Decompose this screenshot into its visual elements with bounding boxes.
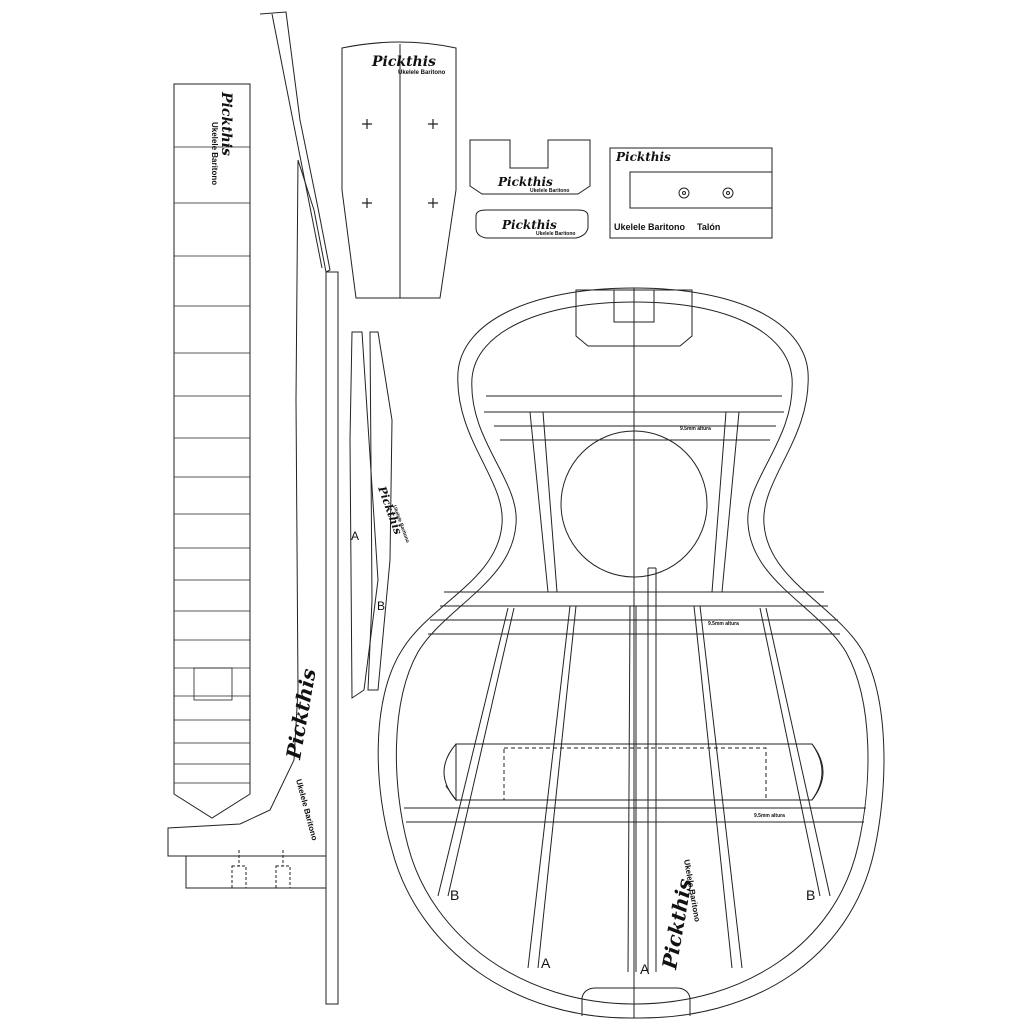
headstock-template: [341, 41, 457, 299]
neck-label: Pickthis: [281, 667, 321, 762]
lining-label-b: B: [377, 599, 385, 613]
headstock-brand: Pickthis: [371, 54, 436, 70]
heel-label: Talón: [697, 222, 720, 232]
heel-product: Ukelele Baritono: [614, 222, 686, 232]
fretboard-template: [173, 83, 251, 819]
lining-label: Pickthis Ukelele Baritono: [375, 484, 410, 544]
fretboard-brand: Pickthis: [218, 91, 234, 156]
brace-label-a-left: A: [541, 955, 551, 971]
neck-product-label: Ukelele Baritono: [294, 778, 319, 841]
heel-block-template: [609, 147, 773, 239]
lining-strips: [349, 331, 393, 699]
saddle-template: [475, 209, 589, 239]
bridge-label: Pickthis Ukelele Baritono: [497, 175, 569, 194]
heel-block-labels: Pickthis Ukelele Baritono Talón: [614, 150, 720, 232]
heel-brand: Pickthis: [615, 150, 671, 164]
fretboard-product: Ukelele Baritono: [210, 122, 219, 185]
saddle-product: Ukelele Baritono: [536, 231, 575, 237]
neck-product: Ukelele Baritono: [294, 778, 319, 841]
neck-profile-template: [167, 11, 339, 1005]
height-note-upper: 9.5mm altura: [680, 426, 711, 432]
saddle-label: Pickthis Ukelele Baritono: [501, 218, 575, 237]
brace-label-b-left: B: [450, 887, 459, 903]
height-note-lower: 9.5mm altura: [754, 813, 785, 819]
bridge-product: Ukelele Baritono: [530, 188, 569, 194]
fan-brace-labels: B B A A: [450, 887, 815, 977]
fretboard-label: Pickthis Ukelele Baritono: [210, 91, 234, 185]
height-note-middle: 9.5mm altura: [708, 621, 739, 627]
headstock-label: Pickthis Ukelele Baritono: [371, 54, 446, 76]
body-notes: 9.5mm altura 9.5mm altura 9.5mm altura: [680, 426, 785, 819]
body-bracing: [404, 289, 866, 1016]
headstock-product: Ukelele Baritono: [398, 70, 446, 76]
body-outline: [377, 287, 885, 1019]
bridge-template: [469, 139, 591, 195]
lining-label-a: A: [351, 529, 359, 543]
saddle-brand: Pickthis: [501, 218, 557, 232]
neck-brand: Pickthis: [281, 667, 321, 762]
brace-label-b-right: B: [806, 887, 815, 903]
brace-label-a-center: A: [640, 961, 650, 977]
bridge-brand: Pickthis: [497, 175, 553, 189]
